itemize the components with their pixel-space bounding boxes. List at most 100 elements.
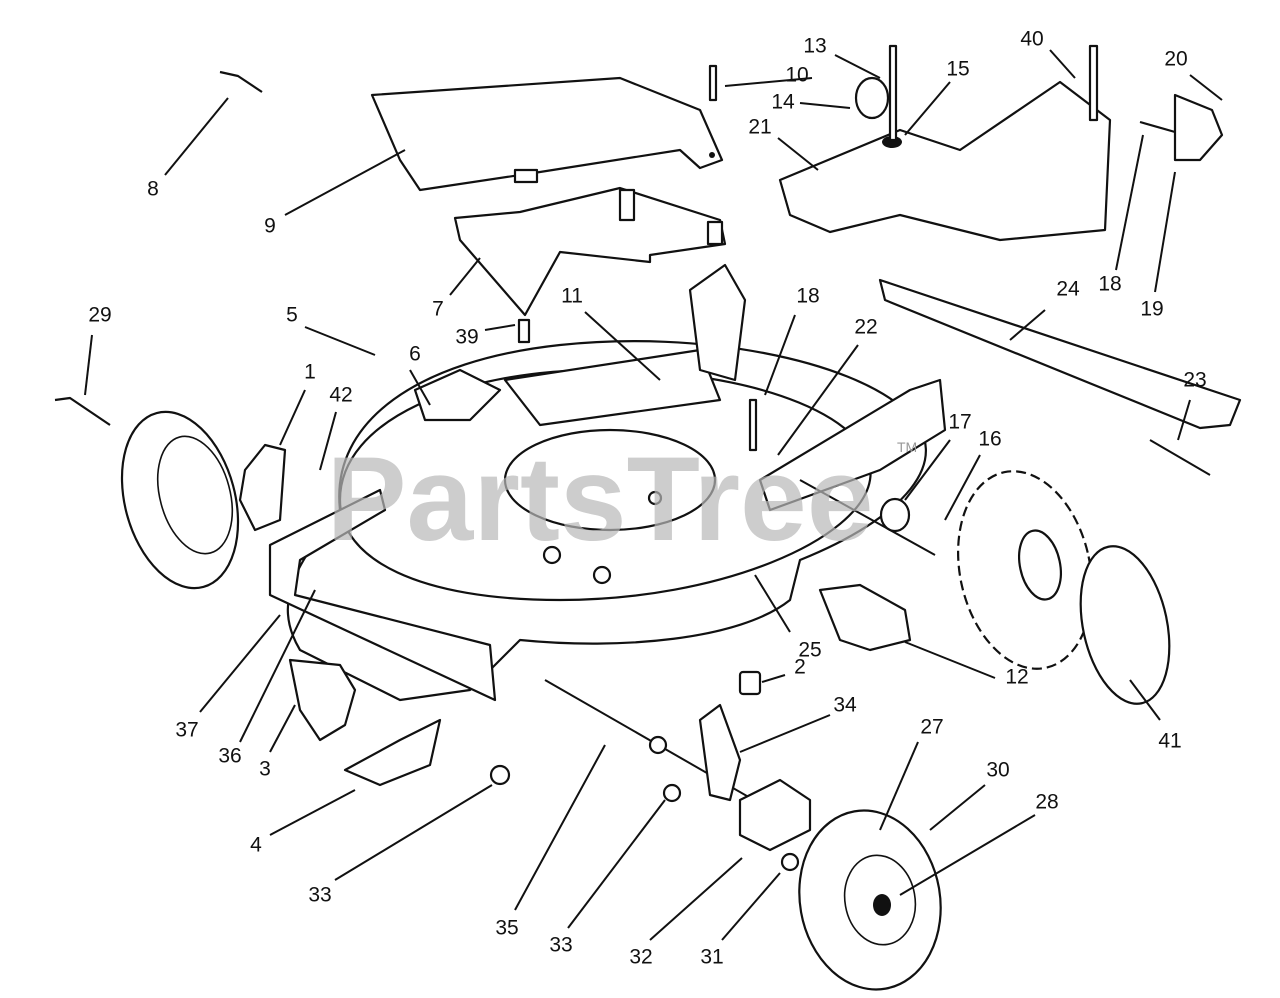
baffle-11 [503, 348, 722, 427]
leader-line [304, 326, 376, 356]
leader-line [284, 149, 406, 216]
leader-line [84, 334, 93, 396]
wheel-adjuster-3 [288, 658, 357, 742]
hubcap-41 [1079, 545, 1171, 705]
bolt-18 [1139, 120, 1176, 134]
bolt-18b [748, 398, 758, 452]
callout-40: 40 [1020, 28, 1043, 51]
hinge-bracket-19 [1173, 93, 1224, 162]
leader-line [1154, 171, 1176, 293]
leader-line [269, 789, 356, 836]
leader-line [514, 744, 606, 911]
wheel-hub [843, 854, 917, 946]
callout-20: 20 [1164, 48, 1187, 71]
callout-8: 8 [147, 178, 159, 201]
callout-27: 27 [920, 716, 943, 739]
callout-4: 4 [250, 834, 262, 857]
leader-line [269, 704, 296, 753]
watermark: PartsTree [326, 432, 873, 566]
callout-24: 24 [1056, 278, 1080, 301]
wheel-hub [1018, 529, 1062, 601]
leader-line [199, 614, 281, 713]
callout-14: 14 [771, 91, 795, 114]
callout-37: 37 [175, 719, 198, 742]
leader-line [1049, 49, 1076, 79]
leader-line [164, 97, 229, 176]
leader-line [724, 77, 813, 87]
callout-10: 10 [785, 64, 808, 87]
callout-34: 34 [833, 694, 857, 717]
deck-nut [647, 490, 663, 506]
callout-11: 11 [561, 285, 583, 308]
bracket-34 [698, 703, 742, 802]
leader-line [777, 344, 859, 456]
leader-line [764, 314, 796, 396]
bolt-39 [517, 318, 531, 344]
callout-28: 28 [1035, 791, 1058, 814]
leader-line [761, 674, 786, 683]
wheel-axle-28 [873, 894, 891, 916]
callout-18: 18 [796, 285, 819, 308]
leader-line [484, 324, 516, 331]
bolt-16 [799, 479, 936, 556]
hub-bracket-32 [738, 778, 812, 852]
label-6 [413, 368, 502, 422]
leader-line [1129, 679, 1161, 721]
leader-line [449, 257, 481, 296]
rear-axle-bracket [758, 378, 947, 512]
bolt-13 [888, 44, 898, 142]
leader-lines [84, 49, 1223, 941]
callout-32: 32 [629, 946, 652, 969]
callout-39: 39 [455, 326, 478, 349]
leader-line [1009, 309, 1046, 341]
wheel-hub [156, 435, 234, 555]
callout-1: 1 [304, 361, 316, 384]
bracket-post [706, 220, 724, 246]
callout-15: 15 [946, 58, 969, 81]
bracket-post [618, 188, 636, 222]
nut-33a [489, 764, 511, 786]
cover-hole [709, 152, 715, 158]
callout-13: 13 [803, 35, 826, 58]
washer-35 [648, 735, 668, 755]
callout-31: 31 [700, 946, 723, 969]
callout-25: 25 [798, 639, 821, 662]
callout-17: 17 [948, 411, 971, 434]
spacer-14 [854, 76, 890, 120]
cover-edge [779, 179, 791, 216]
leader-line [899, 814, 1036, 896]
leader-line [929, 784, 986, 831]
callout-3: 3 [259, 758, 271, 781]
callout-41: 41 [1158, 730, 1181, 753]
deck-opening [503, 428, 717, 532]
rod-23 [1149, 439, 1211, 476]
deck-nut [592, 565, 612, 585]
wheel-adjuster-4 [343, 718, 442, 787]
leader-line [1189, 74, 1223, 101]
washer-31 [780, 852, 800, 872]
clip-2 [738, 670, 762, 696]
leader-line [754, 574, 791, 633]
leader-line [239, 589, 316, 743]
leader-line [334, 784, 493, 881]
leader-line [739, 714, 831, 753]
bolt-29 [54, 396, 111, 426]
callout-23: 23 [1183, 369, 1206, 392]
callout-33: 33 [308, 884, 331, 907]
callout-12: 12 [1005, 666, 1028, 689]
leader-line [567, 799, 666, 929]
grass-chute-cover [370, 76, 724, 192]
bolt-40 [1088, 44, 1099, 122]
watermark-tm: TM [897, 439, 917, 455]
leader-line [279, 389, 306, 446]
callout-labels: 13 10 40 20 15 14 21 8 9 18 19 24 7 11 1… [88, 28, 1206, 969]
bracket-1 [238, 443, 287, 532]
bolt-10 [708, 64, 718, 102]
callout-16: 16 [978, 428, 1001, 451]
rear-left-wheel [120, 410, 240, 590]
wheel-adjuster-12 [818, 583, 912, 652]
leader-line [721, 872, 781, 941]
front-right-wheel [798, 809, 942, 991]
leader-line [319, 411, 337, 471]
